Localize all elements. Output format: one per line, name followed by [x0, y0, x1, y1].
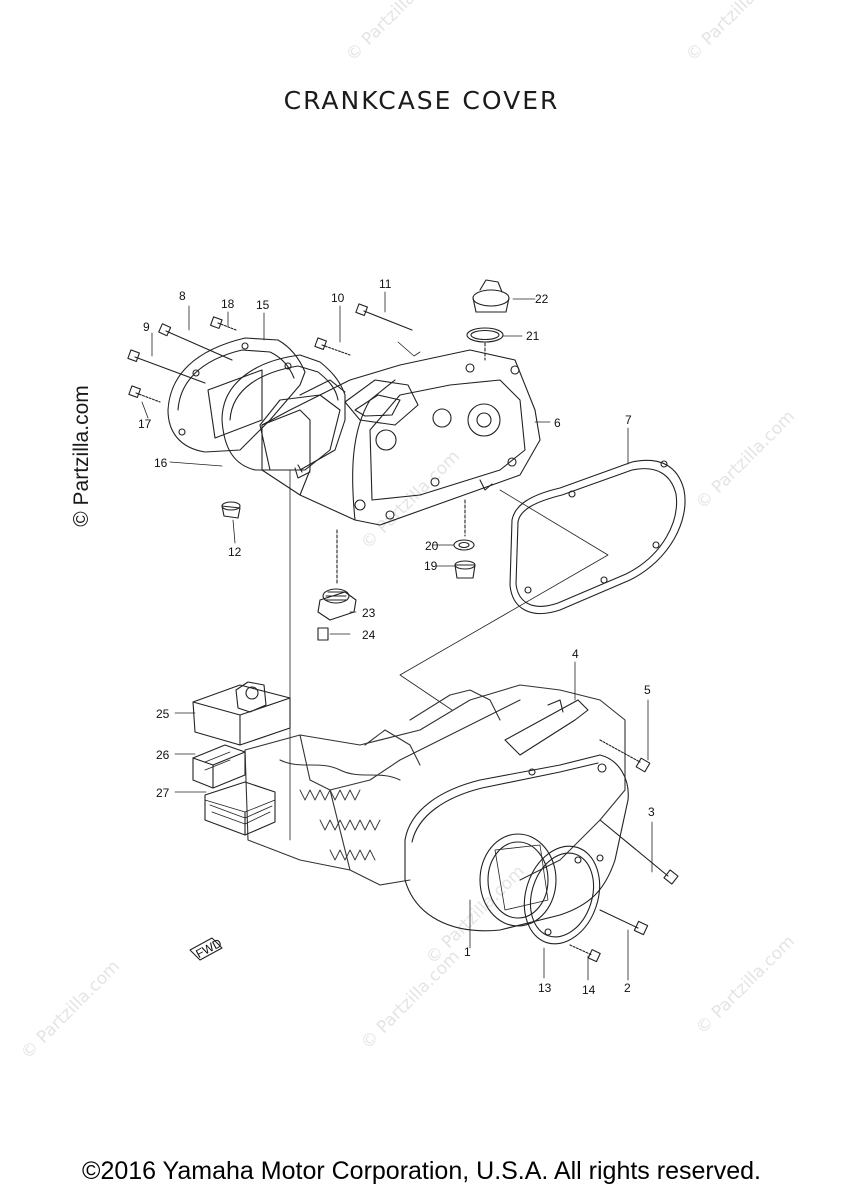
- callout-1: 1: [464, 945, 471, 959]
- lower-screws-part: [569, 739, 679, 963]
- drain-plug-parts: [221, 499, 476, 579]
- outer-crankcase-cover-part: [404, 754, 629, 932]
- inner-crankcase-cover-part: [261, 349, 541, 526]
- callout-14: 14: [582, 983, 596, 997]
- callout-21: 21: [526, 329, 540, 343]
- cover-gasket-large-part: [509, 459, 686, 615]
- callout-19: 19: [424, 559, 438, 573]
- callout-2: 2: [624, 981, 631, 995]
- callout-18: 18: [221, 297, 235, 311]
- callout-7: 7: [625, 413, 632, 427]
- callout-27: 27: [156, 786, 170, 800]
- callout-3: 3: [648, 805, 655, 819]
- side-cover-part: [167, 337, 306, 453]
- grommet-part: [204, 781, 276, 836]
- fwd-label: FWD: [193, 936, 224, 961]
- callout-26: 26: [156, 748, 170, 762]
- callout-8: 8: [179, 289, 186, 303]
- copyright-footer: ©2016 Yamaha Motor Corporation, U.S.A. A…: [82, 1157, 761, 1185]
- fwd-arrow-icon: [189, 937, 223, 961]
- alignment-lines: [289, 341, 609, 841]
- strainer-part: [317, 529, 357, 641]
- callout-23: 23: [362, 606, 376, 620]
- callout-6: 6: [554, 416, 561, 430]
- inspection-cover-part: [192, 681, 291, 746]
- callout-12: 12: [228, 545, 242, 559]
- callout-20: 20: [425, 539, 439, 553]
- cover-cap-part: [523, 845, 601, 945]
- callout-10: 10: [331, 291, 345, 305]
- callout-15: 15: [256, 298, 270, 312]
- callout-25: 25: [156, 707, 170, 721]
- callout-9: 9: [143, 320, 150, 334]
- diagram-title: CRANKCASE COVER: [283, 86, 560, 115]
- callout-17: 17: [138, 417, 152, 431]
- oil-filler-cap-part: [466, 279, 510, 361]
- leader-lines: [141, 291, 653, 981]
- callout-5: 5: [644, 683, 651, 697]
- engine-block-part: [244, 684, 626, 886]
- callout-24: 24: [362, 628, 376, 642]
- callout-11: 11: [379, 277, 392, 291]
- rubber-damper-part: [192, 744, 246, 789]
- callout-numbers: 1 2 3 4 5 6 7 8 9 10 11 12 13 14 15 16 1…: [138, 277, 655, 997]
- callout-16: 16: [154, 456, 168, 470]
- breather-part: [259, 379, 346, 479]
- cover-plate-part: [504, 699, 589, 756]
- bolts-part: [127, 303, 413, 403]
- callout-4: 4: [572, 647, 579, 661]
- callout-13: 13: [538, 981, 552, 995]
- callout-22: 22: [535, 292, 549, 306]
